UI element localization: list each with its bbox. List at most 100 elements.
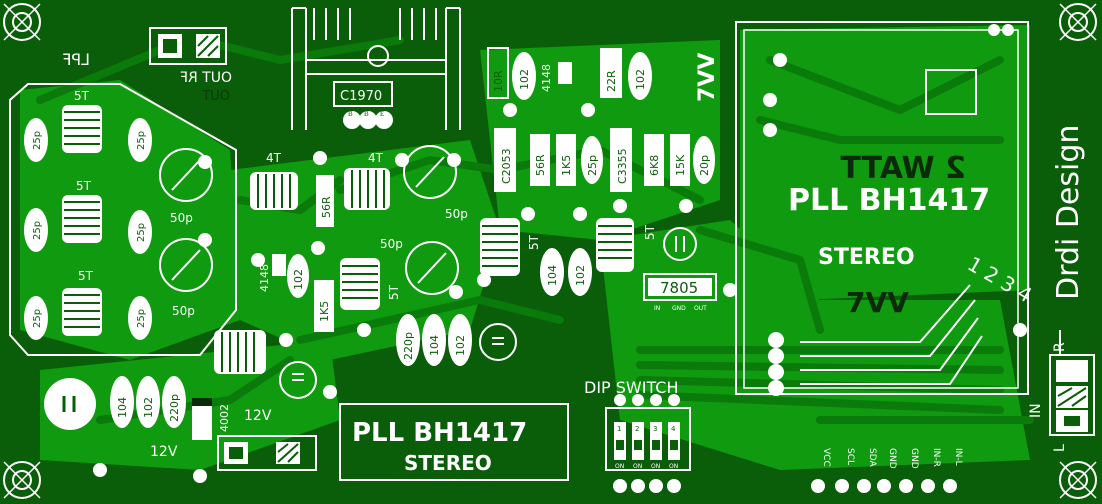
dip-number: 3 [653,425,657,433]
regulator-body [643,273,717,301]
connector-label: IN-L [953,448,963,466]
connector-label: VCC [821,448,831,467]
power-label: 12V [150,444,178,460]
mounting-hole-icon [1059,3,1097,41]
electrolytic-cap-icon [44,378,96,430]
coil-label: 5T [527,234,541,250]
mirror-logo: 7VV [695,53,720,102]
connector-label: GND [887,448,897,469]
regulator-label: 7805 [660,279,698,297]
trimmer-icon [403,145,457,199]
mounting-hole-icon [3,3,41,41]
resistor-label: 1K5 [560,155,573,176]
pin-label: B [348,110,353,118]
main-title: PLL BH1417 [788,183,990,218]
trimmer-icon [159,238,213,292]
cap-label: 25p [32,221,43,240]
coil-icon [62,105,102,153]
resistor-label: 10R [492,70,505,92]
audio-in-label: IN [1028,403,1044,418]
mirror-logo: 7VV [846,286,909,319]
transistor-label: C3355 [616,148,629,184]
pll-module-outline [735,21,1029,395]
lpf-outline [9,83,237,356]
electrolytic-cap-icon [479,323,517,361]
dip-on: ON [669,463,678,470]
diode-label: 4148 [540,64,553,92]
cap-label: 20p [698,155,711,176]
cap-label: 25p [136,131,147,150]
cap-label: 102 [518,69,531,90]
cap-label: 102 [454,335,467,356]
logo-text: Drdi Design [1051,125,1086,300]
coil-label: 4T [368,151,384,165]
trimmer-label: 50p [380,237,403,251]
trimmer-label: 50p [445,207,468,221]
trimmer-label: 50p [172,304,195,318]
coil-icon [214,330,266,374]
dip-on: ON [615,463,624,470]
heatsink [291,7,461,130]
cap-label: 220p [402,332,415,360]
coil-label: 5T [74,89,90,103]
cap-label: 104 [116,397,129,418]
connector-label: GND [909,448,919,469]
dip-number: 1 [617,425,621,433]
resistor-label: 1K5 [318,301,331,322]
dip-switch [605,407,691,471]
dip-number: 4 [671,425,676,433]
connector-label: IN-R [931,448,941,467]
electrolytic-cap-icon [279,361,317,399]
trimmer-label: 50p [170,211,193,225]
diode-label: 4002 [218,404,231,432]
cap-label: 220p [168,394,181,422]
cap-label: 104 [546,265,559,286]
audio-in-label: L [1052,444,1068,452]
resistor-label: 56R [320,196,333,218]
resistor-label: 56R [534,154,547,176]
transistor-label: C1970 [340,89,382,104]
main-subtitle: STEREO [818,245,915,270]
cap-label: 102 [574,265,587,286]
cap-label: 25p [32,131,43,150]
dip-on: ON [651,463,660,470]
out-rf-connector [149,27,227,65]
coil-icon [344,168,390,210]
regulator-pin: IN [654,305,660,312]
coil-label: 5T [78,269,94,283]
bottom-title: PLL BH1417 [352,418,527,448]
transistor-body [333,81,393,107]
mounting-hole-icon [3,461,41,499]
regulator-pin: GND [672,305,686,312]
trimmer-icon [405,241,459,295]
out-rf-label: OUT RF [180,70,232,86]
pin-label: E [380,110,384,118]
electrolytic-cap-icon [663,227,697,261]
diode-label: 4148 [258,264,271,292]
pin-label: B [364,110,369,118]
out-rf-mirror-label: OUT [202,89,230,104]
resistor-label: 22R [605,70,618,92]
resistor-label: 15K [674,154,687,176]
coil-icon [62,195,102,243]
cap-label: 25p [136,223,147,242]
coil-icon [596,218,634,272]
coil-label: 4T [266,151,282,165]
coil-icon [250,172,298,210]
coil-icon [340,258,380,310]
transistor-label: C2053 [500,148,513,184]
dip-number: 2 [635,425,639,433]
bottom-title-box [339,403,569,481]
mirror-text: 2 WATT [840,151,966,186]
connector-label: SDA [867,448,877,467]
cap-label: 102 [292,269,305,290]
dip-on: ON [633,463,642,470]
power-label: 12V [244,408,272,424]
cap-label: 102 [634,69,647,90]
dip-switch-label: DIP SWITCH [584,378,679,397]
resistor-label: 6K8 [648,155,661,176]
cap-label: 25p [586,155,599,176]
power-connector [217,435,317,471]
